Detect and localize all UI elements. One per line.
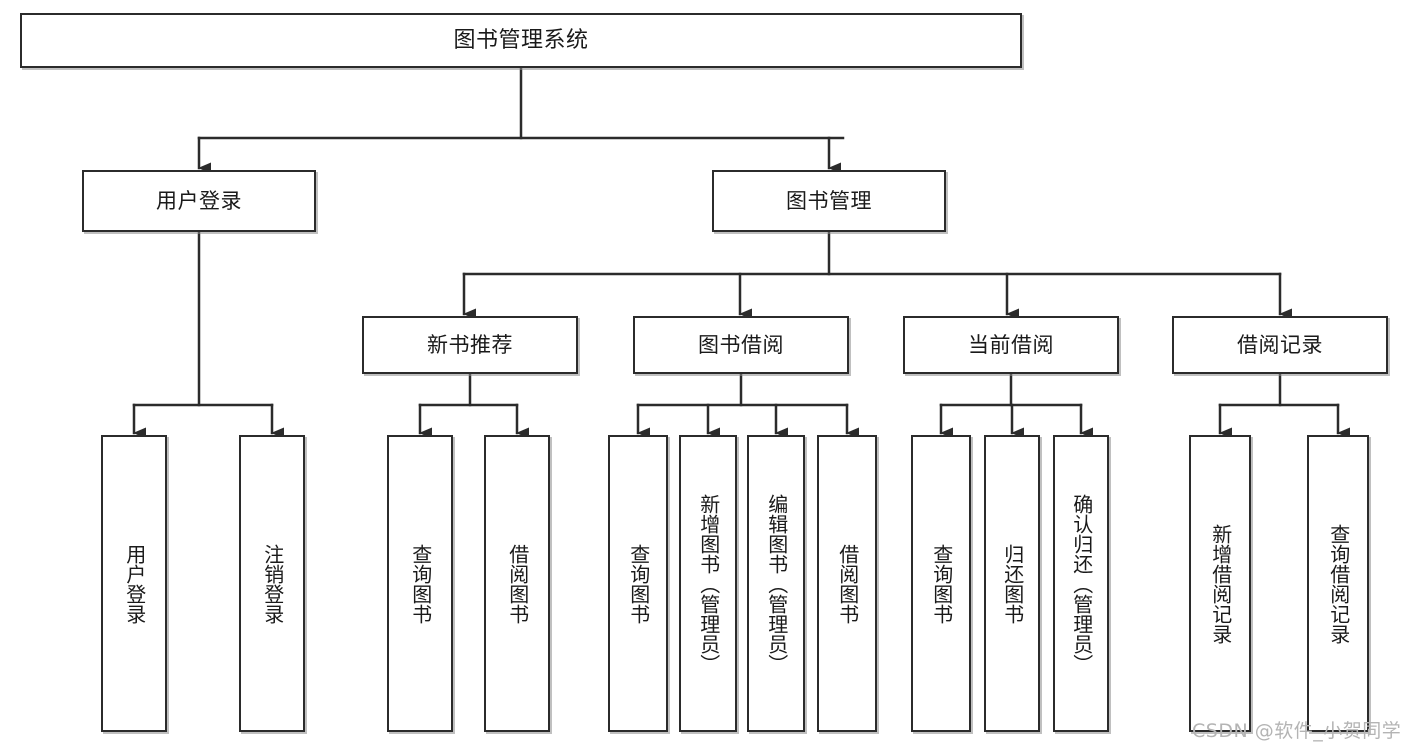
connector-group-current-borrow	[939, 372, 1093, 439]
node-book-borrow-label: 图书借阅	[698, 332, 784, 357]
node-leaf-return-book-label: 归还图书	[1000, 543, 1025, 624]
connector-group-book-manage	[462, 230, 1292, 320]
node-leaf-confirm-return-label: 确认归还（管理员）	[1069, 493, 1094, 674]
node-leaf-borrow-book-new[interactable]: 借阅图书	[484, 435, 550, 732]
node-leaf-logout[interactable]: 注销登录	[239, 435, 305, 732]
node-leaf-user-login-label: 用户登录	[122, 543, 147, 624]
node-book-manage-label: 图书管理	[786, 188, 872, 213]
node-current-borrow[interactable]: 当前借阅	[903, 316, 1119, 374]
node-leaf-edit-book[interactable]: 编辑图书（管理员）	[747, 435, 805, 732]
node-user-login-label: 用户登录	[156, 188, 242, 213]
node-new-book-recommend-label: 新书推荐	[427, 332, 513, 357]
node-borrow-record[interactable]: 借阅记录	[1172, 316, 1388, 374]
connector-group-user-login	[132, 230, 284, 439]
node-new-book-recommend[interactable]: 新书推荐	[362, 316, 578, 374]
node-root[interactable]: 图书管理系统	[20, 13, 1022, 68]
node-leaf-query-book-current-label: 查询图书	[929, 543, 954, 624]
node-leaf-add-book-label: 新增图书（管理员）	[696, 493, 721, 674]
connector-group-book-borrow	[636, 372, 859, 439]
node-leaf-add-book[interactable]: 新增图书（管理员）	[679, 435, 737, 732]
node-leaf-borrow-book-new-label: 借阅图书	[505, 543, 530, 624]
node-leaf-query-book-borrow[interactable]: 查询图书	[608, 435, 668, 732]
connector-group-borrow-record	[1218, 372, 1350, 439]
node-leaf-query-book-new[interactable]: 查询图书	[387, 435, 453, 732]
node-leaf-query-book-current[interactable]: 查询图书	[911, 435, 971, 732]
node-leaf-confirm-return[interactable]: 确认归还（管理员）	[1053, 435, 1109, 732]
connector-group-root	[197, 66, 845, 174]
node-leaf-query-book-new-label: 查询图书	[408, 543, 433, 624]
node-user-login[interactable]: 用户登录	[82, 170, 316, 232]
node-leaf-query-borrow-record[interactable]: 查询借阅记录	[1307, 435, 1369, 732]
node-leaf-return-book[interactable]: 归还图书	[984, 435, 1040, 732]
node-root-label: 图书管理系统	[453, 27, 589, 53]
node-leaf-add-borrow-record-label: 新增借阅记录	[1208, 523, 1233, 644]
node-leaf-add-borrow-record[interactable]: 新增借阅记录	[1189, 435, 1251, 732]
node-leaf-edit-book-label: 编辑图书（管理员）	[764, 493, 789, 674]
node-leaf-user-login[interactable]: 用户登录	[101, 435, 167, 732]
node-leaf-logout-label: 注销登录	[260, 543, 285, 624]
node-leaf-borrow-book[interactable]: 借阅图书	[817, 435, 877, 732]
node-leaf-query-borrow-record-label: 查询借阅记录	[1326, 523, 1351, 644]
node-borrow-record-label: 借阅记录	[1237, 332, 1323, 357]
node-leaf-borrow-book-label: 借阅图书	[835, 543, 860, 624]
node-current-borrow-label: 当前借阅	[968, 332, 1054, 357]
connector-group-new-book-recommend	[418, 372, 529, 439]
node-book-manage[interactable]: 图书管理	[712, 170, 946, 232]
node-book-borrow[interactable]: 图书借阅	[633, 316, 849, 374]
node-leaf-query-book-borrow-label: 查询图书	[626, 543, 651, 624]
